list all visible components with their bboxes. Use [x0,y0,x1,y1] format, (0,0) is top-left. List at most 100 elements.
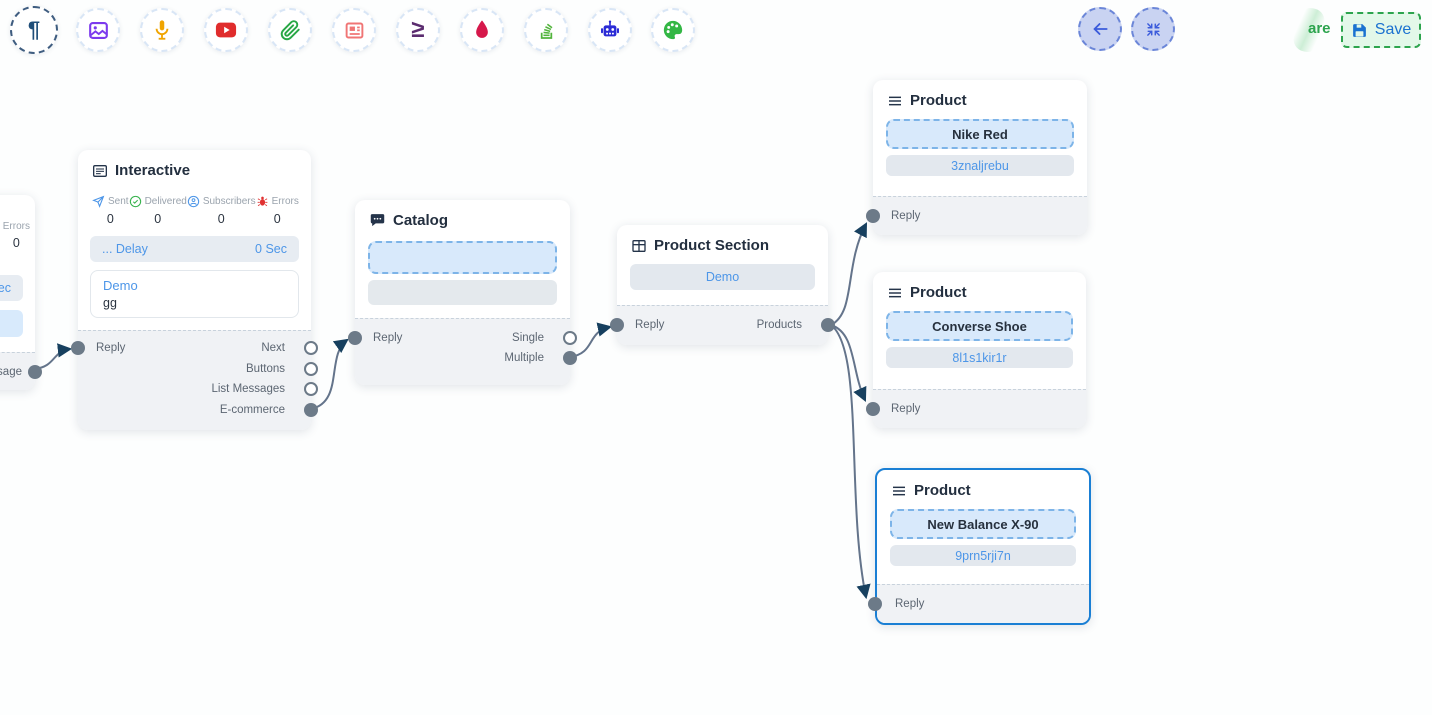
output-label: Buttons [246,363,285,375]
pilcrow-icon: ¶ [27,17,41,42]
reply-input-port[interactable] [868,597,882,611]
node-title: Product [914,482,971,499]
multiple-output-port[interactable] [563,351,577,365]
stat-value: 0 [106,212,114,226]
toolbar-item-audio[interactable] [140,8,184,52]
reply-input-port[interactable] [71,341,85,355]
products-output-port[interactable] [821,318,835,332]
node-interactive[interactable]: Interactive Sent 0 Delivered 0 [71,150,318,430]
floppy-icon [1351,22,1368,39]
list-icon [891,483,907,499]
input-label: Reply [96,342,126,354]
node-title: Product Section [654,237,770,254]
product-name-box[interactable]: Nike Red [886,119,1074,149]
product-name: Nike Red [952,126,1008,142]
node-product-3[interactable]: Product New Balance X-90 9prn5rji7n Repl… [868,468,1091,625]
node-product-1[interactable]: Product Nike Red 3znaljrebu Reply [866,80,1087,235]
microphone-icon [152,19,172,41]
arrow-left-icon [1090,19,1110,39]
node-footer: Reply [866,389,1086,428]
output-label: Single [512,332,544,344]
quick-reply-chip[interactable] [0,310,23,337]
delay-label: ... Delay [102,242,148,256]
toolbar-item-drip[interactable] [460,8,504,52]
buttons-output-port[interactable] [304,362,318,376]
node-title: Interactive [115,162,191,179]
message-body: gg [103,296,117,310]
node-footer: Reply Single Multiple [348,318,577,385]
catalog-body-box[interactable] [368,241,557,274]
back-button[interactable] [1078,7,1122,51]
product-id-chip[interactable]: 3znaljrebu [886,155,1074,176]
section-demo-chip[interactable]: Demo [630,264,815,290]
toolbar-item-sequence[interactable] [524,8,568,52]
product-name: Converse Shoe [932,318,1027,334]
node-footer: Reply [868,584,1089,623]
single-output-port[interactable] [563,331,577,345]
greater-equal-icon: ≥ [411,16,425,43]
delay-value: 0 Sec [255,242,287,256]
toolbar-item-condition[interactable]: ≥ [396,8,440,52]
message-title: Demo [103,278,138,293]
reply-input-port[interactable] [866,402,880,416]
node-footer: Reply Products [610,305,835,345]
edge-products-to-product3 [830,324,871,600]
output-label: Products [756,319,802,331]
paperclip-icon [280,19,301,41]
robot-icon [599,19,621,41]
ecommerce-output-port[interactable] [304,403,318,417]
grid-icon [631,238,647,254]
node-footer: Reply [866,196,1087,235]
next-output-port[interactable] [304,341,318,355]
product-id-chip[interactable]: 8l1s1kir1r [886,347,1073,368]
toolbar-item-chatbot[interactable] [588,8,632,52]
save-button[interactable]: Save [1341,12,1421,48]
reply-input-port[interactable] [866,209,880,223]
toolbar-item-image[interactable] [76,8,120,52]
product-id-chip[interactable]: 9prn5rji7n [890,545,1076,566]
fit-view-button[interactable] [1131,7,1175,51]
output-label: Next [261,342,285,354]
node-partial-left[interactable]: Errors 0 Sec essage [0,195,42,390]
node-title: Product [910,284,967,301]
toolbar-item-template[interactable] [332,8,376,52]
node-product-section[interactable]: Product Section Demo Reply Products [610,225,835,345]
stack-icon [536,20,557,41]
output-label-fragment: essage [0,366,22,378]
check-circle-icon [129,195,142,208]
node-title: Product [910,92,967,109]
stat-label: Sent [108,196,129,207]
stat-value: 0 [154,212,162,226]
node-product-2[interactable]: Product Converse Shoe 8l1s1kir1r Reply [866,272,1086,428]
toolbar-item-theme[interactable] [651,8,695,52]
person-circle-icon [187,195,200,208]
output-label: Multiple [504,352,544,364]
stat-label: Subscribers [202,196,256,207]
bug-icon [256,195,269,208]
toolbar-item-file[interactable] [268,8,312,52]
image-icon [88,20,109,41]
chat-dots-icon [369,212,386,229]
input-label: Reply [373,332,403,344]
toolbar-item-video[interactable] [204,8,248,52]
reply-input-port[interactable] [348,331,362,345]
product-name-box[interactable]: Converse Shoe [886,311,1073,341]
reply-input-port[interactable] [610,318,624,332]
toolbar-item-text[interactable]: ¶ [10,6,58,54]
message-preview[interactable]: Demo gg [90,270,299,318]
stats-row: Sent 0 Delivered 0 Subscribers 0 [78,195,311,226]
card-text-icon [92,163,108,179]
message-output-port[interactable] [28,365,42,379]
catalog-footer-box[interactable] [368,280,557,305]
output-label: E-commerce [219,404,285,416]
node-footer: essage [0,352,42,390]
share-button-fragment[interactable]: are [1308,20,1331,37]
youtube-icon [215,21,237,39]
delay-row[interactable]: ... Delay 0 Sec [90,236,299,262]
list-messages-output-port[interactable] [304,382,318,396]
list-icon [887,93,903,109]
newspaper-icon [344,20,365,41]
node-catalog[interactable]: Catalog Reply Single Multiple [348,200,577,385]
product-name-box[interactable]: New Balance X-90 [890,509,1076,539]
